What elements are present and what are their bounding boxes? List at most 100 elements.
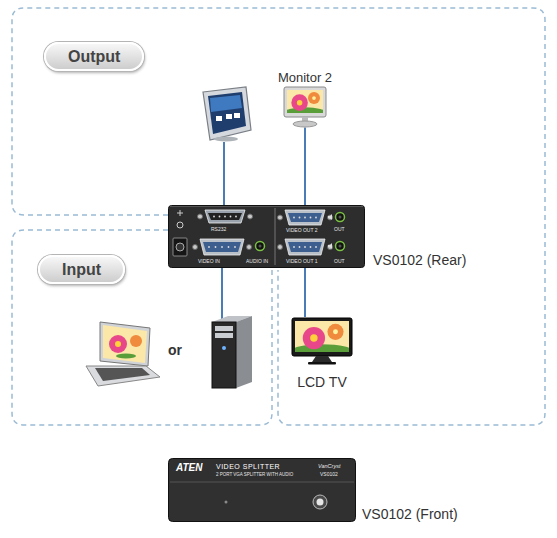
- laptop-base: [86, 366, 160, 386]
- serial-port: [205, 210, 245, 223]
- screen-flower: [310, 334, 317, 341]
- screen-flower: [115, 341, 121, 347]
- speaker-symbol: [328, 243, 332, 249]
- vga-port: [200, 239, 244, 255]
- connector-pin: [230, 216, 232, 218]
- port-label: OUT: [334, 226, 345, 232]
- rear-panel: [169, 206, 365, 268]
- product-name: VIDEO SPLITTER: [216, 463, 280, 471]
- panel-button: [234, 113, 240, 118]
- tv-base: [308, 362, 336, 365]
- connector-screw: [278, 215, 283, 220]
- connector-pin: [304, 217, 306, 219]
- device-label: LCD TV: [297, 374, 347, 391]
- series-name: VanCryst: [318, 463, 340, 470]
- panel-highlight: [170, 206, 363, 207]
- front-panel: [169, 459, 356, 522]
- connector-pin: [293, 246, 295, 248]
- touch-panel-icon: [203, 87, 251, 142]
- connector-pin: [235, 216, 237, 218]
- connector-pin: [234, 246, 236, 248]
- region-heading: Input: [38, 255, 125, 284]
- power-socket: [176, 243, 184, 251]
- vga-port: [285, 210, 325, 225]
- connector-pin: [315, 246, 317, 248]
- screen-picture: [295, 321, 349, 352]
- laptop-icon: [86, 322, 160, 386]
- product-description: 2 PORT VGA SPLITTER WITH AUDIO: [216, 472, 293, 477]
- audio-jack-hole: [259, 245, 262, 248]
- model-number: VS0102: [320, 471, 338, 477]
- monitor-node: Monitor 2: [276, 68, 334, 128]
- input-cable: [221, 267, 223, 319]
- vga-port: [285, 239, 325, 255]
- serial-port-socket: [208, 213, 242, 220]
- connector-pin: [215, 246, 217, 248]
- audio-jack-hole: [339, 216, 342, 219]
- laptop-keyboard: [95, 368, 150, 381]
- region-heading: Output: [44, 42, 144, 71]
- brand-logo: ATEN: [176, 462, 202, 474]
- connector-pin: [219, 216, 221, 218]
- panel-frame: [203, 87, 251, 140]
- region-border: [12, 8, 545, 425]
- power-button-cap: [317, 499, 324, 506]
- region-border: [12, 230, 272, 425]
- connector-screw: [278, 245, 283, 250]
- device-icon: [291, 317, 353, 365]
- speaker-symbol: [328, 214, 332, 220]
- port-label: OUT: [334, 258, 345, 264]
- tv-node: LCD TV: [289, 317, 355, 391]
- screen-flower: [291, 94, 308, 111]
- power-button: [313, 495, 327, 509]
- screen-flower: [130, 335, 142, 347]
- model-label: VS0102 (Rear): [373, 252, 466, 269]
- cable-connector: [304, 268, 306, 317]
- device-icon: [280, 86, 330, 128]
- connector-screw: [247, 245, 252, 250]
- ground-screw: [177, 222, 183, 228]
- vga-port-socket: [288, 213, 322, 222]
- tv-stand: [312, 356, 332, 362]
- panel-base: [214, 137, 238, 142]
- panel-cable: [223, 142, 225, 206]
- connector-pin: [228, 246, 230, 248]
- drive-bay: [215, 333, 233, 338]
- connector-screw: [198, 214, 203, 219]
- connector-pin: [304, 246, 306, 248]
- connector-pin: [293, 217, 295, 219]
- audio-jack: [336, 213, 345, 222]
- laptop-screen: [103, 325, 147, 363]
- connector-pin: [221, 246, 223, 248]
- vga-port-socket: [203, 242, 241, 252]
- connector-pin: [213, 216, 215, 218]
- port-label: RS232: [211, 226, 226, 232]
- port-label: VIDEO IN: [198, 258, 220, 264]
- drive-bay: [215, 326, 233, 331]
- connector-pin: [310, 246, 312, 248]
- device-label: Monitor 2: [278, 70, 332, 86]
- vga-port-socket: [288, 242, 322, 252]
- monitor-base: [293, 121, 317, 127]
- connector-pin: [224, 216, 226, 218]
- cable-connector: [304, 128, 306, 205]
- audio-jack: [256, 242, 265, 251]
- port-label: VIDEO OUT 2: [286, 227, 318, 233]
- ground-symbol: [177, 210, 183, 216]
- splitter-front: VS0102 (Front)ATENVIDEO SPLITTER2 PORT V…: [168, 458, 356, 522]
- port-label: VIDEO OUT 1: [286, 258, 318, 264]
- audio-jack: [336, 242, 345, 251]
- port-label: AUDIO IN: [246, 258, 268, 264]
- panel-divider: [170, 482, 354, 483]
- screen-flower: [333, 329, 338, 334]
- power-light: [222, 346, 226, 350]
- panel-button: [226, 114, 232, 119]
- connector-pin: [299, 246, 301, 248]
- connector-screw: [248, 214, 253, 219]
- power-led: [225, 501, 228, 504]
- connector-pin: [315, 217, 317, 219]
- tower-side: [236, 316, 252, 388]
- panel-button: [216, 116, 222, 121]
- laptop-lid: [100, 322, 150, 366]
